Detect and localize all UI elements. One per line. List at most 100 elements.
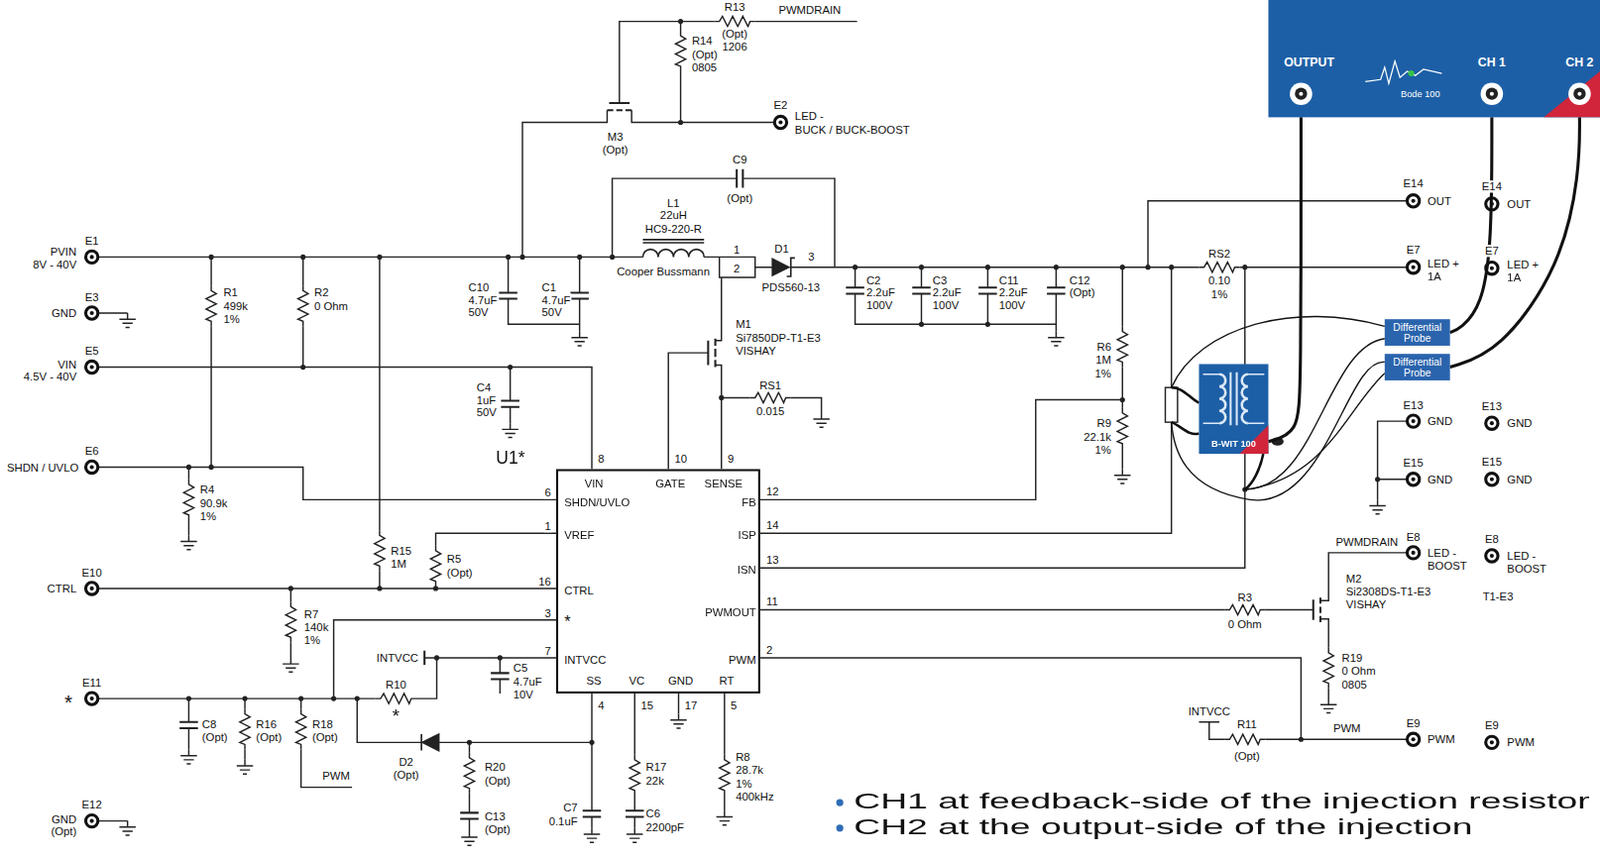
bullet-note: CH1 at feedback-side of the injection re… <box>851 790 1592 815</box>
analyzer-box: OUTPUTCH 1CH 2Bode 100 <box>1267 0 1600 117</box>
junction-dot <box>519 254 525 260</box>
schematic-label: R15 <box>389 545 413 558</box>
schematic-label: (Opt) <box>311 731 340 744</box>
pin-name: FB <box>741 495 756 508</box>
schematic-label: L1 <box>666 197 682 210</box>
schematic-label: 2200pF <box>645 821 686 834</box>
schematic-label: 8 <box>596 453 605 465</box>
diode-symbol <box>787 257 796 277</box>
schematic-label: C1 <box>541 281 559 294</box>
mosfet-symbol <box>707 339 715 368</box>
schematic-label: E9 <box>1484 719 1500 732</box>
schematic-label: E3 <box>84 290 101 303</box>
schematic-label: GND <box>1505 417 1533 430</box>
wire <box>791 266 1407 268</box>
schematic-label: E1 <box>84 234 101 247</box>
capacitor-symbol <box>912 287 931 294</box>
schematic-label: 1 <box>544 520 553 533</box>
terminal <box>85 692 98 705</box>
schematic-label: VIN <box>56 357 78 370</box>
wire <box>612 178 835 268</box>
terminal <box>1485 736 1498 749</box>
pin-name: GND <box>668 674 693 686</box>
schematic-label: Si7850DP-T1-E3 <box>734 331 822 343</box>
ground-symbol <box>501 423 518 438</box>
wire <box>508 256 580 332</box>
schematic-label: C2 <box>865 274 883 287</box>
analyzer-box-art <box>1577 92 1582 97</box>
schematic-label: 10V <box>512 688 535 701</box>
capacitor-symbol <box>978 287 998 294</box>
junction-dot <box>186 464 192 470</box>
wire <box>188 698 352 789</box>
schematic-label: M3 <box>606 130 625 143</box>
capacitor-symbol <box>736 169 743 189</box>
cable <box>1450 116 1492 333</box>
schematic-label: E2 <box>772 99 789 112</box>
resistor-symbol <box>1198 262 1240 273</box>
inductor-symbol <box>642 249 704 258</box>
box-label: B-WIT 100 <box>1211 440 1257 451</box>
junction-dot <box>354 696 360 702</box>
schematic-label: 28.7k <box>734 764 765 777</box>
terminal <box>1485 550 1498 563</box>
schematic-label: 0.10 <box>1207 274 1232 287</box>
schematic-label: (Opt) <box>690 47 719 60</box>
schematic-label: C13 <box>483 809 507 822</box>
schematic-label: R19 <box>1341 652 1365 665</box>
schematic-label: E7 <box>1405 243 1422 256</box>
schematic-label: (Opt) <box>483 774 512 787</box>
schematic-label: (Opt) <box>720 27 749 40</box>
schematic-label: 4.7uF <box>541 293 572 306</box>
junction-dot <box>678 18 684 24</box>
schematic-label: 0805 <box>1341 678 1369 690</box>
schematic-label: C5 <box>512 662 530 675</box>
junction-dot <box>918 264 924 270</box>
analyzer-box-art <box>1489 92 1494 97</box>
junction-dot <box>1298 737 1304 743</box>
schematic-label: R1 <box>222 286 239 299</box>
junction-dot <box>507 364 513 370</box>
capacitor-symbol <box>490 673 510 680</box>
resistor-symbol <box>183 479 194 521</box>
junction-dot <box>576 254 582 260</box>
schematic-label: E13 <box>1402 398 1425 411</box>
cable <box>1450 116 1581 367</box>
resistor-symbol <box>183 15 1334 796</box>
schematic-label: E7 <box>1484 244 1500 257</box>
terminal <box>1406 415 1419 428</box>
box-label: Differential Probe <box>1388 355 1447 379</box>
junction-dot <box>918 322 924 328</box>
ground-symbol <box>571 332 587 346</box>
schematic-label: E14 <box>1402 177 1425 190</box>
schematic-label: (Opt) <box>1233 750 1261 763</box>
wire <box>1122 201 1406 470</box>
injection-resistor <box>1165 387 1178 423</box>
schematic-label: OUT <box>1505 198 1532 211</box>
wire <box>760 267 1246 570</box>
schematic-label: 1M <box>1094 353 1113 366</box>
probe-box: Differential Probe <box>1384 319 1451 346</box>
junction-dot <box>186 18 1380 746</box>
schematic-label: 400kHz <box>734 791 775 803</box>
capacitor-symbol <box>570 292 589 299</box>
schematic-label: C7 <box>562 801 579 814</box>
schematic-label: 12 <box>765 485 781 498</box>
schematic-label: 15 <box>639 699 655 712</box>
diode-symbol <box>420 734 423 751</box>
schematic-label: 0.015 <box>755 405 786 418</box>
schematic-label: 13 <box>765 554 781 567</box>
schematic-label: C6 <box>645 807 663 820</box>
schematic-label: * <box>391 706 401 727</box>
junction-dot <box>505 254 511 260</box>
schematic-label: 1% <box>734 777 753 790</box>
terminal <box>1406 473 1419 486</box>
schematic-label: (Opt) <box>446 566 474 578</box>
junction-dot <box>678 119 684 125</box>
schematic-label: 100V <box>931 299 961 312</box>
schematic-label: 0 Ohm <box>313 300 349 313</box>
ground-symbol <box>1114 468 1131 483</box>
junction-dot <box>298 696 304 702</box>
